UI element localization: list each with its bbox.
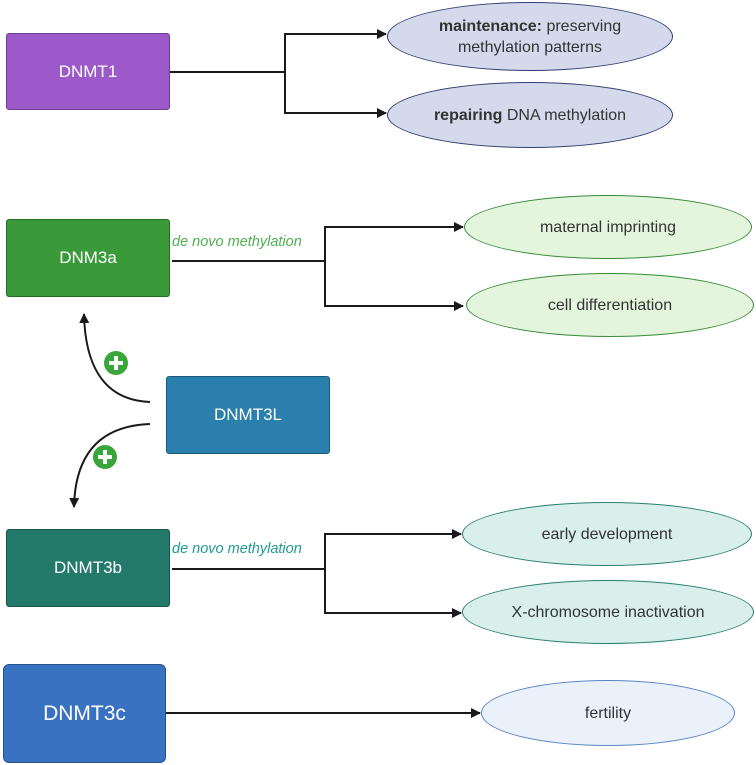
repairing-bold: repairing <box>433 106 503 124</box>
dnmt3l-to-dnmt3b-arrow <box>69 423 151 508</box>
fertility-ellipse: fertility <box>481 680 735 746</box>
repairing-text: DNA methylation <box>506 106 627 124</box>
dnmt3b-branch-early <box>324 529 462 569</box>
maintenance-ellipse: maintenance: preserving methylation patt… <box>387 2 673 71</box>
fertility-text: fertility <box>584 704 632 722</box>
dnmt3b-box: DNMT3b <box>6 529 170 607</box>
dnmt3l-to-dnm3a-arrow <box>79 313 151 403</box>
cell-differentiation-ellipse: cell differentiation <box>466 273 754 337</box>
dnm3a-label: DNM3a <box>59 248 117 267</box>
maintenance-text-2: methylation patterns <box>457 38 603 56</box>
cell-differentiation-text: cell differentiation <box>547 296 673 314</box>
maintenance-text-1: preserving <box>546 17 622 35</box>
x-inactivation-text: X-chromosome inactivation <box>511 603 705 621</box>
dnmt3l-label: DNMT3L <box>213 405 282 424</box>
dnmt3b-branch-xinact <box>324 569 462 618</box>
dnmt3c-box: DNMT3c <box>3 664 166 763</box>
maternal-imprinting-ellipse: maternal imprinting <box>464 195 752 259</box>
early-development-ellipse: early development <box>462 502 752 566</box>
maintenance-bold: maintenance: <box>438 17 542 35</box>
dnmt1-branch-maintenance <box>284 29 387 72</box>
dnm3a-branch-imprinting <box>324 222 464 261</box>
activation-plus-icon-lower <box>93 445 117 469</box>
dnmt1-branch-repairing <box>284 72 387 118</box>
early-development-text: early development <box>541 525 673 543</box>
dnmt1-box: DNMT1 <box>6 33 170 110</box>
dnm3a-edge-label: de novo methylation <box>172 234 302 250</box>
repairing-ellipse: repairing DNA methylation <box>387 82 673 148</box>
dnm3a-box: DNM3a <box>6 219 170 297</box>
dnm3a-branch-differentiation <box>324 261 464 311</box>
activation-plus-icon-upper <box>104 351 128 375</box>
dnmt1-label: DNMT1 <box>58 61 118 81</box>
x-inactivation-ellipse: X-chromosome inactivation <box>462 580 754 644</box>
dnmt3b-label: DNMT3b <box>53 558 122 577</box>
maternal-imprinting-text: maternal imprinting <box>539 218 677 236</box>
dnmt3b-edge-label: de novo methylation <box>172 541 302 557</box>
dnmt3c-label: DNMT3c <box>43 701 126 725</box>
dnmt3l-box: DNMT3L <box>166 376 330 454</box>
